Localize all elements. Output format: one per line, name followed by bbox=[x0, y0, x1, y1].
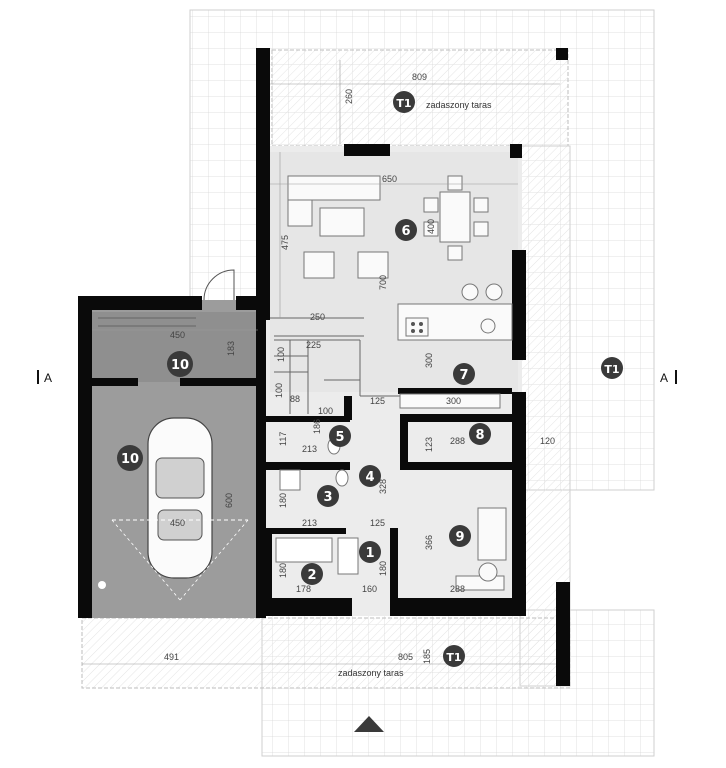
room-badge-1: 1 bbox=[359, 541, 381, 563]
room-number-t1-bottom: T1 bbox=[446, 651, 461, 664]
room-number-3: 3 bbox=[323, 490, 332, 505]
terrace-top bbox=[271, 49, 569, 147]
room-number-t1-right: T1 bbox=[604, 363, 619, 376]
dimension-300-kitchen: 300 bbox=[424, 353, 434, 368]
room-number-8: 8 bbox=[475, 428, 484, 443]
dimension-183: 183 bbox=[226, 341, 236, 356]
dimension-125-entry: 125 bbox=[370, 518, 385, 528]
dimension-450-storage: 450 bbox=[170, 330, 185, 340]
dimension-213-wc: 213 bbox=[302, 444, 317, 454]
dimension-700: 700 bbox=[378, 275, 388, 290]
room-number-5: 5 bbox=[335, 430, 344, 445]
dimension-100-stairs: 100 bbox=[276, 347, 286, 362]
walls bbox=[78, 48, 570, 686]
terrace-top-label: zadaszony taras bbox=[426, 100, 492, 110]
dimension-123: 123 bbox=[424, 437, 434, 452]
section-label-left: A bbox=[44, 371, 52, 385]
dimension-225: 225 bbox=[306, 340, 321, 350]
interior-lines bbox=[98, 317, 400, 414]
room-number-7: 7 bbox=[459, 368, 468, 383]
entrance-arrow-icon bbox=[354, 716, 384, 732]
room-badge-t1-right: T1 bbox=[601, 357, 623, 379]
room-badge-10-storage: 10 bbox=[167, 351, 193, 377]
dimension-600: 600 bbox=[224, 493, 234, 508]
dimension-lines bbox=[82, 60, 560, 665]
dimension-180-bath: 180 bbox=[278, 493, 288, 508]
dimension-100-wc: 100 bbox=[318, 406, 333, 416]
room-badge-7: 7 bbox=[453, 363, 475, 385]
room-badge-8: 8 bbox=[469, 423, 491, 445]
dimension-88: 88 bbox=[290, 394, 300, 404]
room-badge-t1-bottom: T1 bbox=[443, 645, 465, 667]
room-badge-5: 5 bbox=[329, 425, 351, 447]
dimension-160: 160 bbox=[362, 584, 377, 594]
dimension-180-room2: 180 bbox=[278, 563, 288, 578]
dimension-300-pantry: 300 bbox=[446, 396, 461, 406]
dimension-120: 120 bbox=[540, 436, 555, 446]
room-number-10-storage: 10 bbox=[171, 358, 189, 373]
room-badge-6: 6 bbox=[395, 219, 417, 241]
terrace-bottom-label: zadaszony taras bbox=[338, 668, 404, 678]
dimension-328: 328 bbox=[378, 479, 388, 494]
dimension-805: 805 bbox=[398, 652, 413, 662]
dimension-475: 475 bbox=[280, 235, 290, 250]
room-number-2: 2 bbox=[307, 568, 316, 583]
section-marker-right: A bbox=[660, 370, 677, 385]
section-marker-left: A bbox=[37, 370, 52, 385]
dimension-366: 366 bbox=[424, 535, 434, 550]
room-number-t1-top: T1 bbox=[396, 97, 411, 110]
dimension-180-room1: 180 bbox=[378, 561, 388, 576]
room-badge-9: 9 bbox=[449, 525, 471, 547]
garage-entry-door-swing bbox=[203, 269, 235, 301]
dimension-117: 117 bbox=[278, 432, 288, 446]
room-number-10-garage: 10 bbox=[121, 452, 139, 467]
dimension-288-room9: 288 bbox=[450, 584, 465, 594]
dimension-650: 650 bbox=[382, 174, 397, 184]
room-badge-4: 4 bbox=[359, 465, 381, 487]
dimension-450-garage: 450 bbox=[170, 518, 185, 528]
dimension-178: 178 bbox=[296, 584, 311, 594]
room-badge-10-garage: 10 bbox=[117, 445, 143, 471]
terrace-bottom bbox=[81, 617, 571, 689]
room-badge-2: 2 bbox=[301, 563, 323, 585]
dimension-250: 250 bbox=[310, 312, 325, 322]
living-room-furniture bbox=[287, 175, 513, 591]
dimension-400: 400 bbox=[426, 219, 436, 234]
room-number-4: 4 bbox=[365, 470, 374, 485]
section-label-right: A bbox=[660, 371, 668, 385]
dimension-491: 491 bbox=[164, 652, 179, 662]
dimension-186: 186 bbox=[312, 419, 322, 434]
room-number-6: 6 bbox=[401, 224, 410, 239]
dimension-260: 260 bbox=[344, 89, 354, 104]
dimension-809: 809 bbox=[412, 72, 427, 82]
room-number-1: 1 bbox=[365, 546, 374, 561]
dimension-288-room8: 288 bbox=[450, 436, 465, 446]
dimension-125-hall: 125 bbox=[370, 396, 385, 406]
dimension-185: 185 bbox=[422, 649, 432, 664]
cooktop bbox=[411, 322, 423, 333]
car-illustration bbox=[98, 417, 249, 601]
room-badge-3: 3 bbox=[317, 485, 339, 507]
room-number-9: 9 bbox=[455, 530, 464, 545]
dimension-213-bath: 213 bbox=[302, 518, 317, 528]
dimension-100-landing: 100 bbox=[274, 383, 284, 398]
bathroom-fixtures bbox=[275, 437, 359, 575]
room-badge-t1-top: T1 bbox=[393, 91, 415, 113]
